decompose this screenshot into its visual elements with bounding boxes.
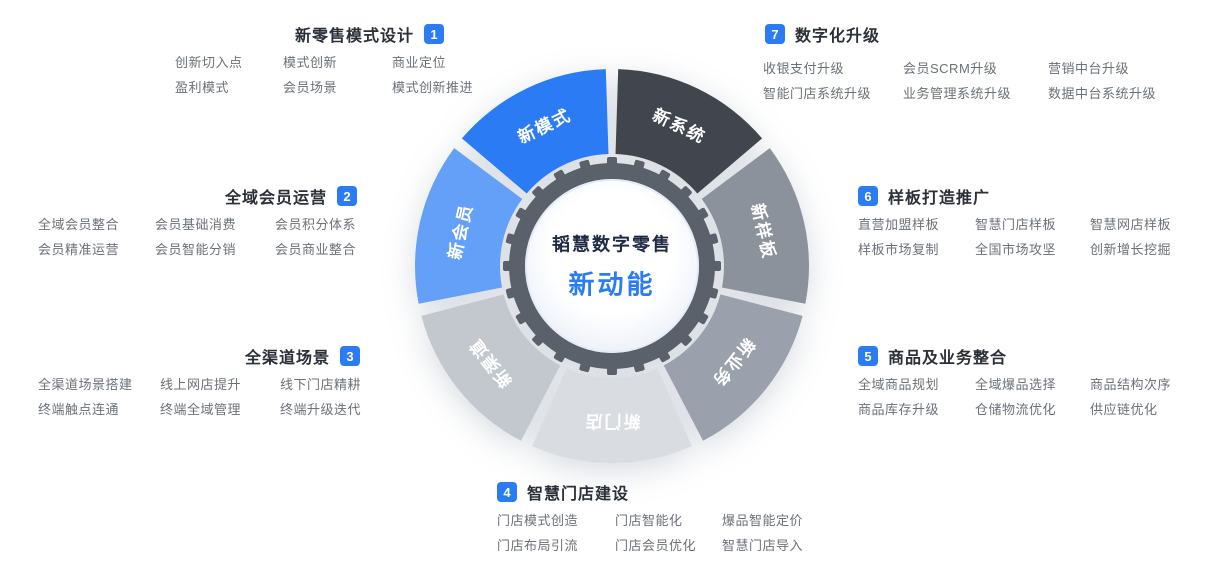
section-item: 智慧门店导入 xyxy=(722,538,804,553)
section-number-badge: 5 xyxy=(858,346,878,366)
section-item: 供应链优化 xyxy=(1090,402,1158,417)
section-item: 商业定位 xyxy=(392,55,447,70)
section-items-new-retail-model-design: 创新切入点 模式创新 商业定位 盈利模式 会员场景 模式创新推进 xyxy=(175,55,473,96)
section-item: 商品库存升级 xyxy=(858,402,940,417)
wheel-segment xyxy=(415,148,523,304)
section-items-model-promotion: 直营加盟样板 智慧门店样板 智慧网店样板 样板市场复制 全国市场攻坚 创新增长挖… xyxy=(858,217,1171,258)
section-item: 会员SCRM升级 xyxy=(903,61,998,76)
section-title: 样板打造推广 xyxy=(888,190,991,207)
section-item: 门店智能化 xyxy=(615,513,683,528)
section-title: 数字化升级 xyxy=(795,28,881,45)
section-item: 会员精准运营 xyxy=(38,242,120,257)
capability-wheel: 新模式新系统新样板新业务新门店新渠道新会员 xyxy=(415,69,809,464)
section-title: 全域会员运营 xyxy=(225,190,328,207)
section-item: 全国市场攻坚 xyxy=(975,242,1057,257)
section-item: 模式创新 xyxy=(283,55,338,70)
wheel-segment xyxy=(461,69,609,194)
gear-ring xyxy=(509,163,715,369)
section-item: 全域商品规划 xyxy=(858,377,940,392)
wheel-segment-label: 新门店 xyxy=(584,412,641,432)
section-item: 智慧门店样板 xyxy=(975,217,1057,232)
section-items-member-operation: 全域会员整合 会员基础消费 会员积分体系 会员精准运营 会员智能分销 会员商业整… xyxy=(38,217,356,258)
wheel-segment xyxy=(421,294,561,441)
section-member-operation: 全域会员运营 2 xyxy=(225,184,358,208)
section-item: 全域爆品选择 xyxy=(975,377,1057,392)
section-item: 终端触点连通 xyxy=(38,402,120,417)
section-item: 线上网店提升 xyxy=(160,377,242,392)
section-item: 会员基础消费 xyxy=(155,217,237,232)
wheel-segment xyxy=(701,148,809,304)
wheel-segment xyxy=(532,368,692,464)
wheel-center-disc xyxy=(525,179,699,353)
section-item: 门店布局引流 xyxy=(497,538,579,553)
section-item: 直营加盟样板 xyxy=(858,217,940,232)
section-item: 业务管理系统升级 xyxy=(903,86,1012,101)
section-item: 会员积分体系 xyxy=(275,217,357,232)
section-items-digitalization-upgrade: 收银支付升级 会员SCRM升级 营销中台升级 智能门店系统升级 业务管理系统升级… xyxy=(763,61,1156,102)
section-item: 会员智能分销 xyxy=(155,242,237,257)
section-items-omnichannel-scene: 全渠道场景搭建 线上网店提升 线下门店精耕 终端触点连通 终端全域管理 终端升级… xyxy=(38,377,361,418)
section-title: 商品及业务整合 xyxy=(888,350,1008,367)
section-digitalization-upgrade: 7 数字化升级 xyxy=(765,22,880,46)
section-number-badge: 1 xyxy=(424,24,445,44)
section-number-badge: 4 xyxy=(497,482,517,502)
section-item: 商品结构次序 xyxy=(1090,377,1172,392)
section-item: 全域会员整合 xyxy=(38,217,120,232)
section-item: 样板市场复制 xyxy=(858,242,940,257)
section-item: 会员商业整合 xyxy=(275,242,357,257)
section-item: 门店会员优化 xyxy=(615,538,697,553)
section-title: 智慧门店建设 xyxy=(527,486,630,503)
section-smart-store: 4 智慧门店建设 xyxy=(497,480,629,504)
section-item: 创新切入点 xyxy=(175,55,243,70)
section-item: 智慧网店样板 xyxy=(1090,217,1172,232)
section-new-retail-model-design: 新零售模式设计 1 xyxy=(295,22,445,46)
wheel-segment xyxy=(615,69,763,194)
section-number-badge: 7 xyxy=(765,24,785,44)
section-number-badge: 2 xyxy=(337,186,358,206)
section-item: 盈利模式 xyxy=(175,80,230,95)
section-item: 仓储物流优化 xyxy=(975,402,1057,417)
section-item: 门店模式创造 xyxy=(497,513,579,528)
section-item: 爆品智能定价 xyxy=(722,513,804,528)
section-number-badge: 6 xyxy=(858,186,878,206)
section-item: 智能门店系统升级 xyxy=(763,86,872,101)
section-item: 会员场景 xyxy=(283,80,338,95)
section-item: 创新增长挖掘 xyxy=(1090,242,1172,257)
section-item: 数据中台系统升级 xyxy=(1048,86,1157,101)
section-item: 终端升级迭代 xyxy=(280,402,362,417)
section-item: 终端全域管理 xyxy=(160,402,242,417)
section-item: 营销中台升级 xyxy=(1048,61,1130,76)
section-omnichannel-scene: 全渠道场景 3 xyxy=(245,344,361,368)
section-items-product-business-integration: 全域商品规划 全域爆品选择 商品结构次序 商品库存升级 仓储物流优化 供应链优化 xyxy=(858,377,1171,418)
section-title: 新零售模式设计 xyxy=(295,28,415,45)
section-model-promotion: 6 样板打造推广 xyxy=(858,184,990,208)
section-item: 全渠道场景搭建 xyxy=(38,377,133,392)
wheel-segment xyxy=(663,294,803,441)
section-item: 线下门店精耕 xyxy=(280,377,362,392)
section-title: 全渠道场景 xyxy=(245,350,331,367)
section-item: 模式创新推进 xyxy=(392,80,474,95)
section-number-badge: 3 xyxy=(340,346,361,366)
section-items-smart-store: 门店模式创造 门店智能化 爆品智能定价 门店布局引流 门店会员优化 智慧门店导入 xyxy=(497,513,803,554)
section-product-business-integration: 5 商品及业务整合 xyxy=(858,344,1007,368)
section-item: 收银支付升级 xyxy=(763,61,845,76)
